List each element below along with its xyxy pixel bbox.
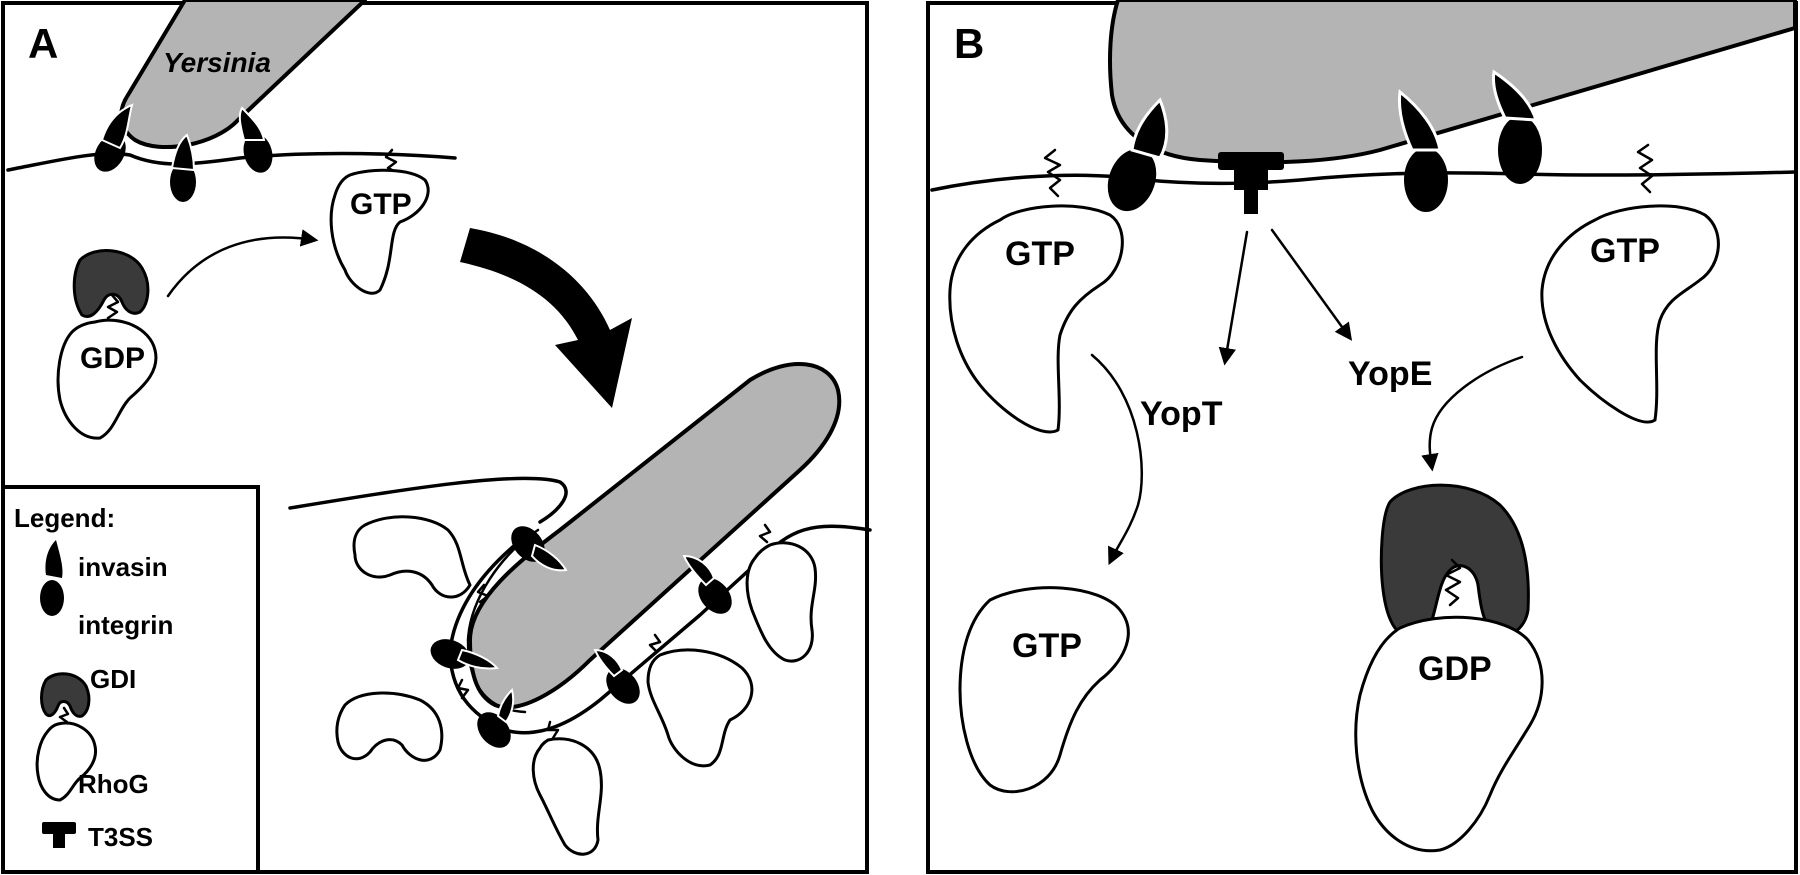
legend-title: Legend: [14, 503, 115, 533]
gdp-label-a: GDP [80, 342, 145, 375]
yope-effect-arrow [1421, 355, 1524, 472]
gdi-complex-b [1379, 483, 1530, 637]
lipid-anchor [758, 523, 772, 544]
lipid-anchor [476, 583, 490, 604]
yope-injection-arrow [1270, 228, 1353, 341]
yope-label: YopE [1348, 355, 1432, 393]
lipid-anchor [648, 633, 662, 654]
yopt-injection-arrow [1218, 230, 1249, 366]
yersinia-bacterium-b [1108, 0, 1797, 165]
legend-gdi-symbol [40, 672, 91, 718]
lipid-anchor [546, 720, 560, 740]
rhog-gtp-left [948, 204, 1124, 434]
panel-b: B YopT YopE GTP [926, 0, 1798, 874]
invasin-integrin-pair [430, 639, 499, 670]
invasin-integrin-pair [1398, 89, 1448, 212]
rhog-gtp-recruited [745, 541, 818, 663]
gtp-label-a: GTP [350, 188, 412, 221]
rhog-gtp-membrane [329, 168, 430, 295]
rhog-gdp-inactive [1354, 615, 1544, 853]
invasin-integrin-pair [238, 106, 273, 173]
invasin-integrin-pair [1107, 97, 1169, 212]
legend-rhog-symbol [35, 721, 98, 802]
lipid-anchor [456, 678, 470, 700]
invasin-integrin-pair [94, 103, 134, 172]
yersinia-bacterium-top [119, 0, 367, 149]
legend-invasin: invasin [78, 552, 168, 582]
gtp-label-b-left: GTP [1005, 235, 1075, 273]
legend-gdi: GDI [90, 664, 136, 694]
lipid-anchor [58, 706, 70, 724]
inner-membrane-wrap [466, 528, 540, 714]
activation-arrow [166, 229, 319, 298]
rhog-gtp-recruited [335, 691, 444, 762]
invasin-integrin-pair [511, 526, 568, 572]
lipid-anchor [1043, 148, 1062, 198]
lipid-anchor [1636, 143, 1654, 194]
rhog-gtp-recruited [531, 737, 603, 856]
panel-a-letter: A [28, 20, 58, 67]
legend-t3ss: T3SS [88, 822, 153, 852]
legend-integrin: integrin [78, 610, 173, 640]
yopt-effect-arrow [1090, 353, 1143, 566]
yersinia-label: Yersinia [163, 47, 271, 78]
panel-b-letter: B [954, 20, 984, 67]
gdi-complex-a [72, 249, 150, 318]
rhog-gtp-recruited [646, 648, 754, 768]
rhog-gtp-recruited [352, 515, 472, 599]
invasin-integrin-pair [1492, 69, 1542, 184]
rhog-gdp-cytosol [56, 318, 158, 440]
invasin-integrin-pair [477, 688, 515, 748]
progression-arrow [460, 228, 632, 408]
panel-a: A Yersinia GTP GDP [1, 0, 872, 874]
legend-invasin-symbol [40, 540, 64, 616]
gtp-label-b-right: GTP [1590, 232, 1660, 270]
invasin-integrin-pair [593, 648, 640, 704]
rhog-gtp-right [1540, 204, 1720, 424]
rhog-gtp-released [958, 586, 1130, 794]
gdp-label-b: GDP [1418, 650, 1492, 688]
invasin-integrin-pair [170, 133, 196, 202]
legend-rhog: RhoG [78, 769, 149, 799]
lipid-anchor [1444, 558, 1462, 607]
gtp-label-b-bottom: GTP [1012, 627, 1082, 665]
legend-t3ss-symbol [42, 822, 76, 848]
yopt-label: YopT [1140, 395, 1223, 433]
t3ss-injectisome [1218, 152, 1284, 214]
host-membrane-b [930, 170, 1798, 192]
invasin-integrin-pair [682, 554, 732, 614]
lipid-anchor [106, 293, 120, 320]
legend: Legend: invasin integrin GDI RhoG T3SS [1, 485, 260, 874]
